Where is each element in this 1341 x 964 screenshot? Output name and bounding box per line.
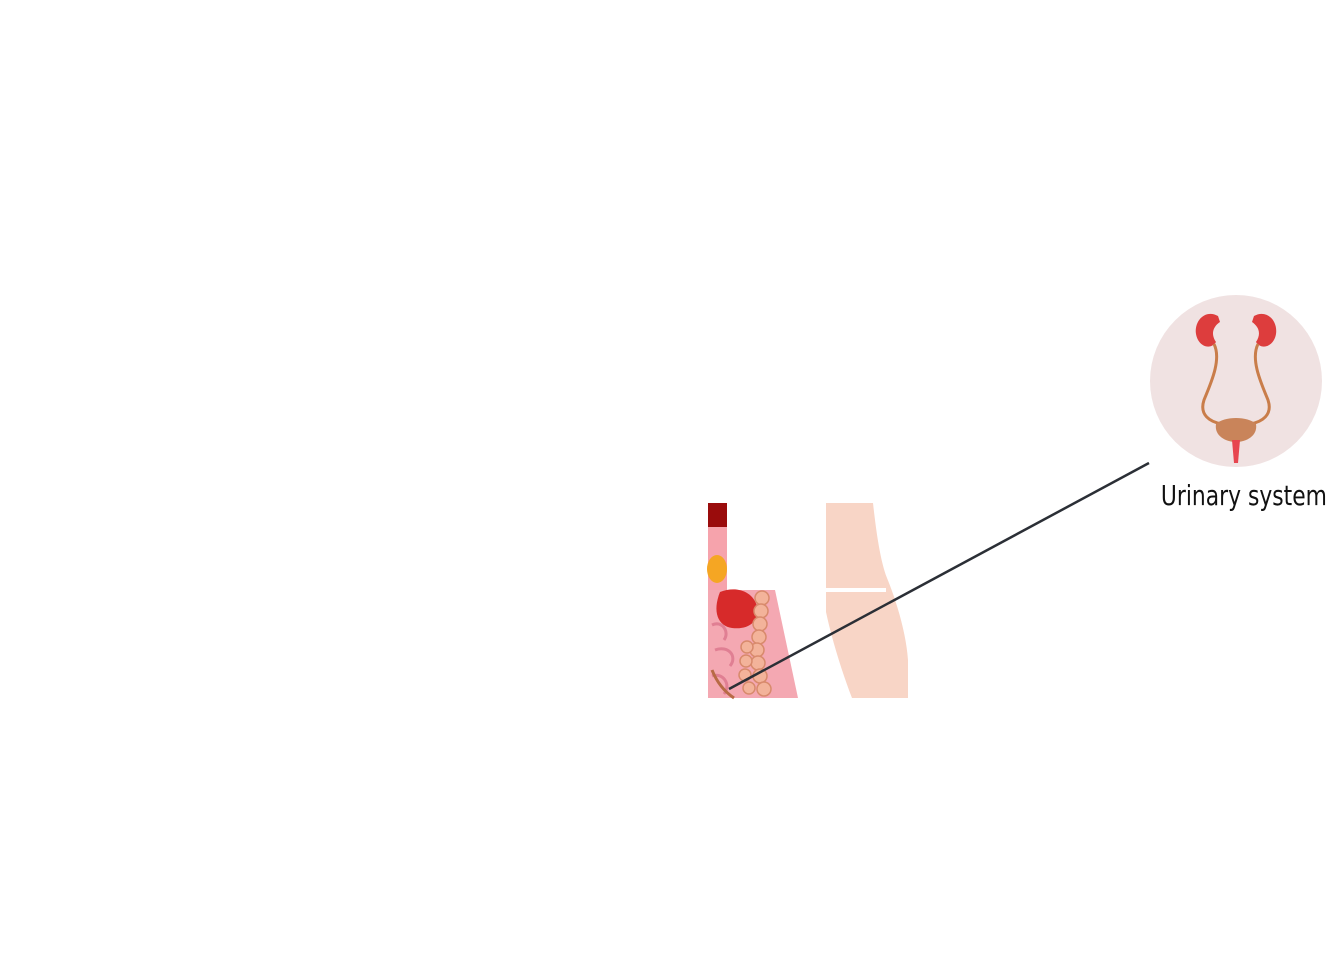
kidney-right-icon xyxy=(1252,313,1277,347)
ureters xyxy=(1201,343,1271,426)
torso-organs xyxy=(707,503,798,700)
leader-line xyxy=(728,461,1150,691)
kidney-left-icon xyxy=(1195,313,1220,347)
bladder-icon xyxy=(1215,418,1257,463)
body-illustration-crop xyxy=(707,503,908,700)
colon xyxy=(738,590,772,697)
arm xyxy=(826,503,908,698)
urinary-system-icon xyxy=(1150,295,1322,467)
urinary-system-label: Urinary system xyxy=(1160,479,1327,512)
icon-circle-background xyxy=(1150,295,1322,467)
